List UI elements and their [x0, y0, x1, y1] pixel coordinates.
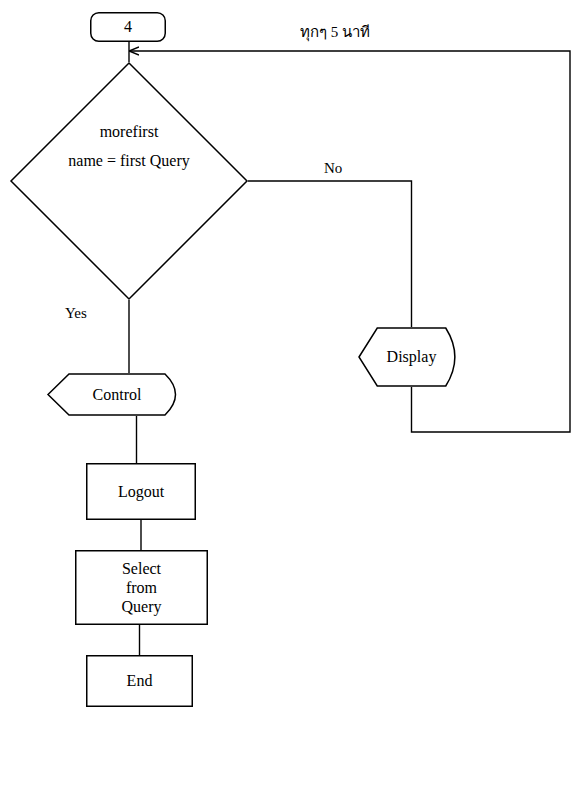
decision-diamond-outline: [10, 62, 248, 300]
flow-line: [128, 42, 129, 62]
edge-label: Yes: [63, 304, 89, 322]
process-box-border: [87, 656, 193, 707]
flow-line: [139, 625, 140, 655]
flow-line: [140, 520, 141, 550]
edge-label: No: [322, 159, 344, 177]
display-symbol: Display: [358, 327, 465, 387]
decision-diamond-border: [11, 63, 247, 299]
flow-line: [136, 416, 137, 463]
edge-label: ทุกๆ 5 นาที: [298, 23, 372, 41]
flow-line: [248, 181, 412, 327]
process-box: Logout: [86, 463, 196, 520]
process-box: Select from Query: [75, 550, 208, 625]
process-box: End: [86, 655, 193, 707]
process-box-border: [87, 464, 196, 520]
display-symbol: Control: [47, 373, 187, 416]
node-text: End: [127, 671, 153, 690]
display-symbol-border: [48, 374, 176, 415]
process-box-border: [76, 551, 208, 625]
node-text: Select from Query: [112, 559, 172, 617]
node-text: Control: [93, 385, 142, 404]
display-symbol-border: [359, 328, 455, 386]
decision-diamond: morefirst name = first Query: [10, 62, 248, 300]
node-text: morefirst: [100, 122, 159, 141]
node-text: 4: [124, 17, 132, 36]
node-text: Display: [387, 347, 437, 366]
node-text: Logout: [118, 482, 164, 501]
connector-terminal: 4: [90, 12, 166, 42]
flow-line: [129, 51, 570, 432]
flow-line: [128, 300, 129, 373]
connector-terminal-border: [91, 13, 166, 42]
node-text: name = first Query: [68, 151, 189, 170]
